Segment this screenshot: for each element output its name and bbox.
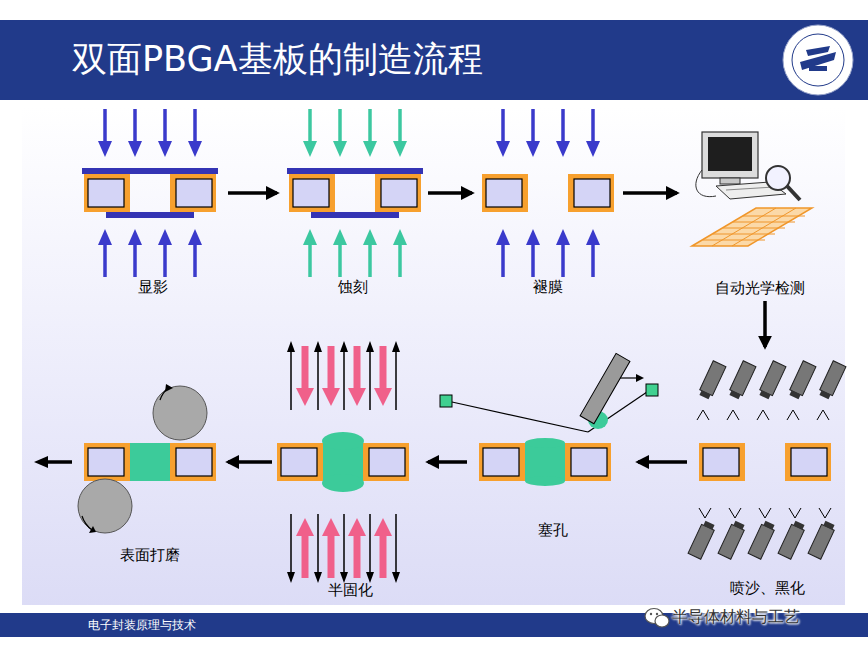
flow-arrow: [428, 460, 467, 464]
develop-figure: [82, 109, 218, 277]
plug-figure: [440, 353, 658, 486]
wechat-icon: [645, 609, 669, 628]
step-caption: 喷沙、黑化: [728, 579, 807, 598]
step-caption: 表面打磨: [118, 546, 182, 565]
process-step: 显影: [80, 112, 225, 297]
flow-arrow: [763, 301, 767, 347]
process-step: 半固化: [275, 345, 425, 600]
process-step: 褪膜: [475, 112, 620, 297]
process-step: 喷沙、黑化: [690, 350, 845, 598]
step-caption: 自动光学检测: [713, 279, 807, 298]
process-step: 蚀刻: [280, 112, 425, 297]
slide-title: 双面PBGA基板的制造流程: [72, 37, 483, 81]
step-caption: 半固化: [326, 581, 375, 600]
strip-figure: [482, 109, 614, 277]
flow-arrow: [428, 191, 472, 195]
process-step: 塞孔: [470, 350, 635, 540]
course-name: 电子封装原理与技术: [88, 617, 196, 633]
flow-arrow: [228, 460, 272, 464]
flow-arrow: [638, 460, 687, 464]
grind-figure: [78, 384, 216, 533]
cure-figure: [277, 341, 409, 583]
watermark: 半导体材料与工艺: [672, 606, 800, 628]
step-caption: 显影: [136, 278, 170, 297]
step-caption: 蚀刻: [336, 278, 370, 297]
aoi-figure: [692, 132, 812, 246]
process-step: 自动光学检测: [680, 128, 840, 298]
university-logo: [783, 25, 853, 95]
sandblast-figure: [688, 361, 846, 560]
flow-arrow: [623, 191, 677, 195]
process-step: 表面打磨: [75, 385, 225, 565]
step-caption: 褪膜: [531, 278, 565, 297]
exit-arrow: [34, 456, 72, 468]
flow-arrow: [228, 191, 277, 195]
step-caption: 塞孔: [536, 521, 570, 540]
title-band: 双面PBGA基板的制造流程: [0, 20, 868, 100]
etch-figure: [287, 109, 423, 277]
